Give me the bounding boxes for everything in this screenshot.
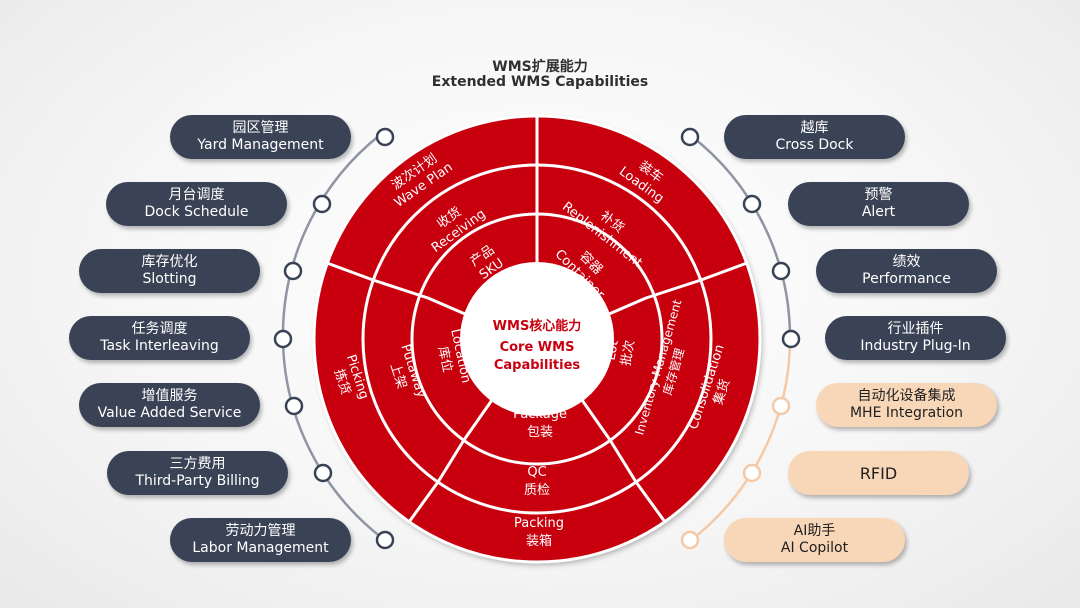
- capability-third-party-billing[interactable]: 三方费用 Third-Party Billing: [107, 451, 288, 495]
- svg-text:质检: 质检: [524, 483, 550, 498]
- ring-node: [680, 530, 700, 550]
- svg-text:Package: Package: [513, 407, 567, 422]
- ring-node: [781, 329, 801, 349]
- capability-alert[interactable]: 预警 Alert: [788, 182, 969, 226]
- core-center: [460, 262, 614, 416]
- center-title-en-1: Core WMS: [500, 340, 575, 355]
- svg-text:拣货: 拣货: [331, 367, 354, 397]
- ring-node: [771, 261, 791, 281]
- capability-rfid[interactable]: RFID: [788, 451, 969, 495]
- ring-node: [375, 127, 395, 147]
- center-title-zh: WMS核心能力: [493, 318, 582, 334]
- segment-qc: QC 质检: [524, 465, 550, 498]
- capability-labor-management[interactable]: 劳动力管理 Labor Management: [170, 518, 351, 562]
- ring-node: [283, 261, 303, 281]
- extended-capabilities-title-en: Extended WMS Capabilities: [431, 74, 649, 90]
- extended-capabilities-title-zh: WMS扩展能力: [492, 59, 588, 75]
- ring-node: [375, 530, 395, 550]
- ring-node: [313, 463, 333, 483]
- svg-text:库位: 库位: [435, 345, 456, 374]
- svg-text:Lot: Lot: [604, 339, 622, 361]
- ring-node: [312, 194, 332, 214]
- capability-yard-management[interactable]: 园区管理 Yard Management: [170, 115, 351, 159]
- svg-text:装箱: 装箱: [526, 533, 552, 549]
- outer-ring-right-peach-arc: [689, 338, 792, 542]
- segment-package: Package 包装: [513, 407, 567, 440]
- svg-text:批次: 批次: [618, 339, 638, 367]
- capability-cross-dock[interactable]: 越库 Cross Dock: [724, 115, 905, 159]
- svg-text:包装: 包装: [527, 425, 553, 440]
- capability-mhe-integration[interactable]: 自动化设备集成 MHE Integration: [816, 383, 997, 427]
- svg-text:QC: QC: [527, 465, 546, 480]
- ring-node: [273, 329, 293, 349]
- segment-packing: Packing 装箱: [514, 516, 564, 549]
- capability-value-added-service[interactable]: 增值服务 Value Added Service: [79, 383, 260, 427]
- outer-ring-right-arc: [689, 134, 792, 340]
- ring-node: [742, 463, 762, 483]
- capability-performance[interactable]: 绩效 Performance: [816, 249, 997, 293]
- capability-task-interleaving[interactable]: 任务调度 Task Interleaving: [69, 316, 250, 360]
- capability-dock-schedule[interactable]: 月台调度 Dock Schedule: [106, 182, 287, 226]
- ring-node: [771, 396, 791, 416]
- svg-text:集货: 集货: [710, 377, 733, 407]
- ring-node: [742, 194, 762, 214]
- ring-node: [284, 396, 304, 416]
- capability-industry-plug-in[interactable]: 行业插件 Industry Plug-In: [825, 316, 1006, 360]
- segment-lot: Lot 批次: [604, 339, 639, 367]
- center-title-en-2: Capabilities: [494, 358, 581, 373]
- right-ring-nodes: [680, 127, 801, 550]
- ring-node: [680, 127, 700, 147]
- capability-ai-copilot[interactable]: AI助手 AI Copilot: [724, 518, 905, 562]
- svg-text:Packing: Packing: [514, 516, 564, 531]
- left-ring-nodes: [273, 127, 395, 550]
- capability-slotting[interactable]: 库存优化 Slotting: [79, 249, 260, 293]
